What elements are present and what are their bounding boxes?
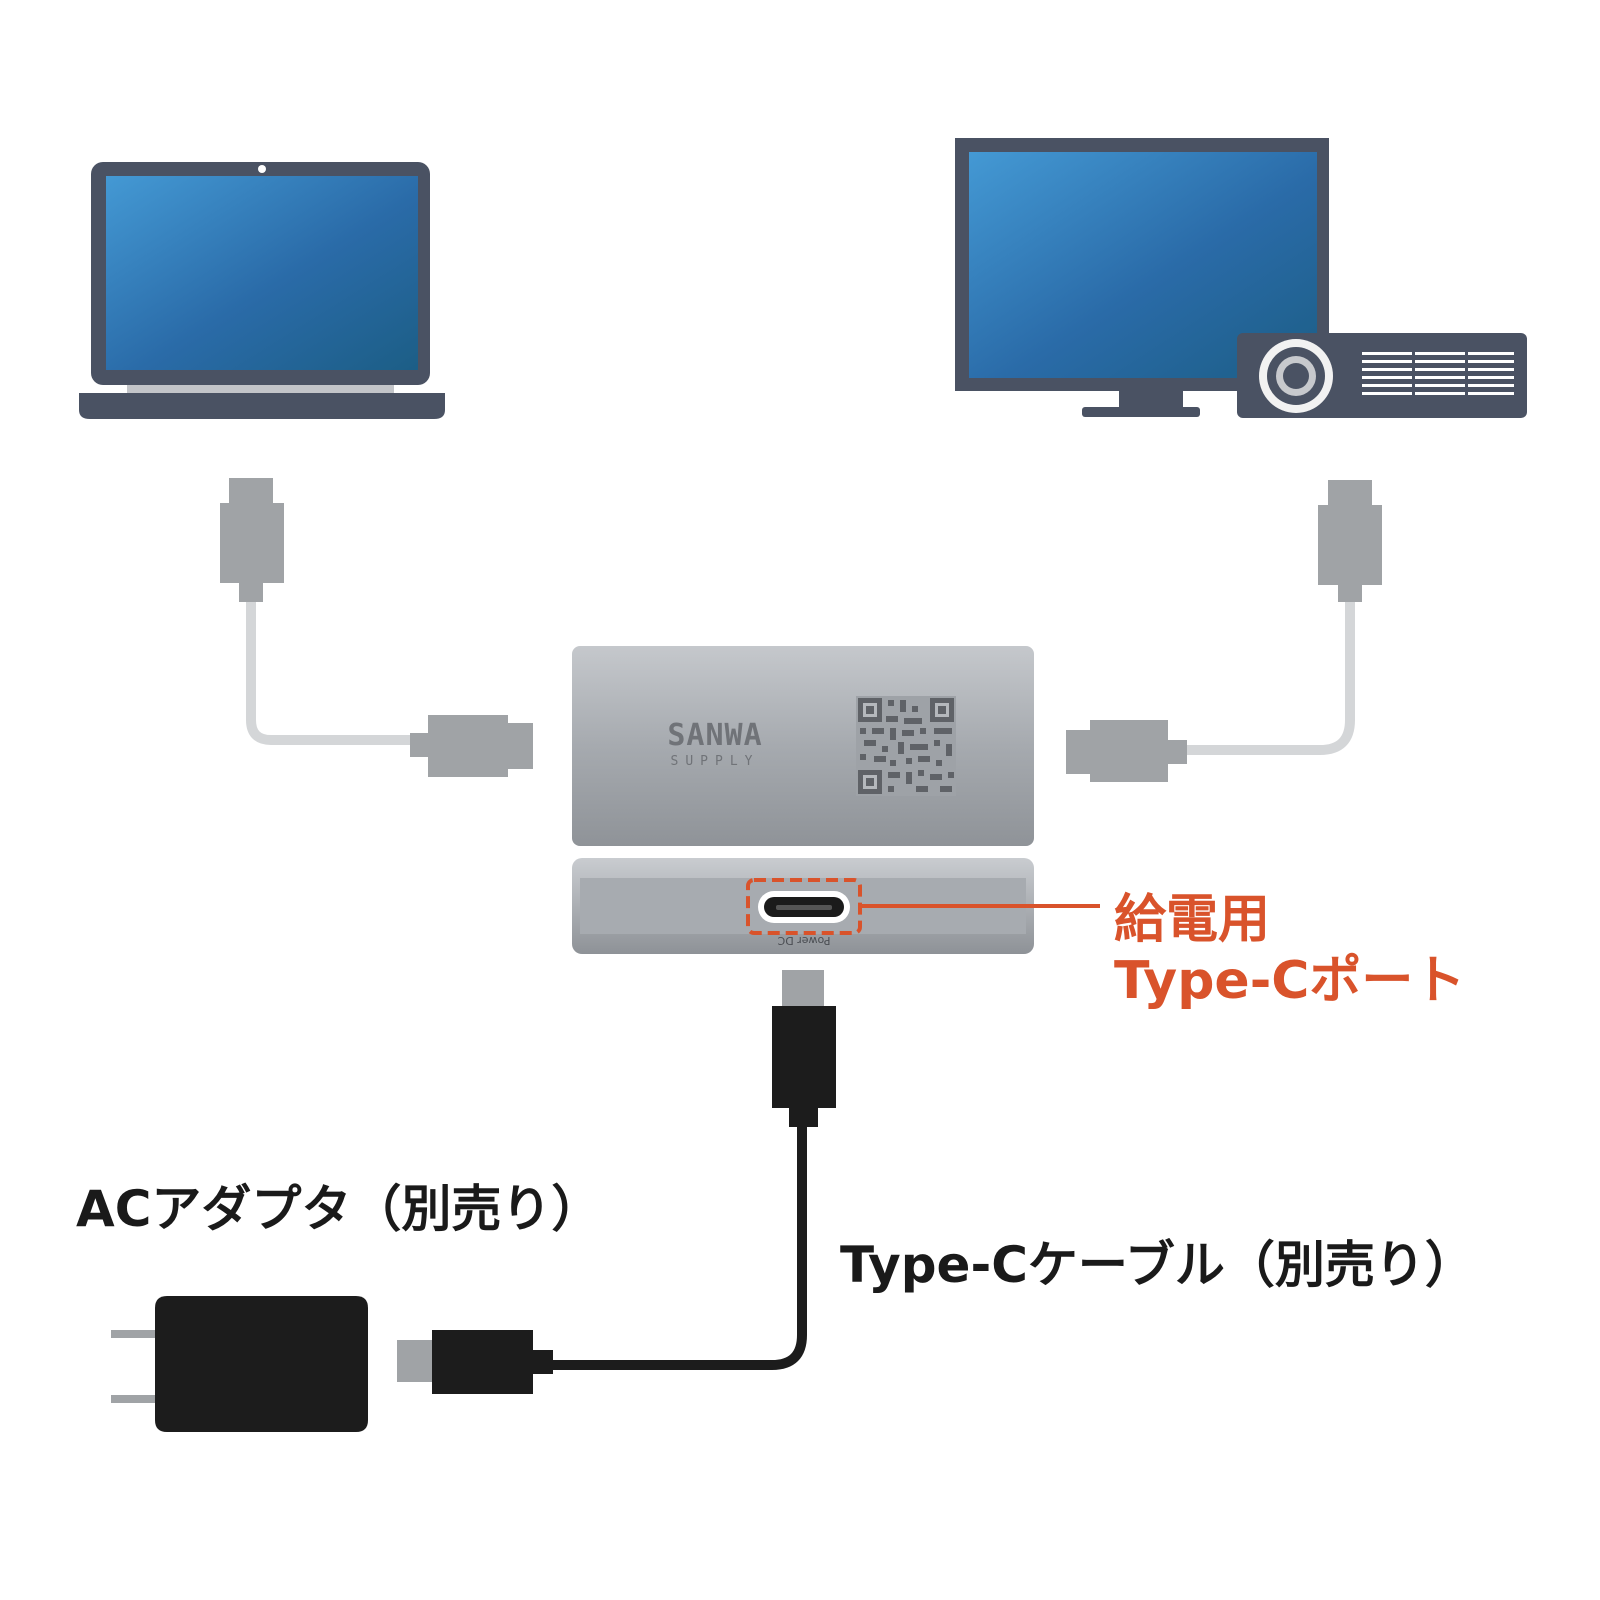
projector-icon: [1237, 333, 1527, 418]
left-video-cable: [220, 478, 533, 777]
logo-text: SANWA: [667, 718, 762, 753]
right-video-cable: [1066, 480, 1382, 782]
adapter-device: SANWA SUPPLY: [572, 646, 1034, 846]
ac-adapter-label: ACアダプタ（別売り）: [76, 1180, 602, 1238]
type-c-cable: [397, 970, 836, 1394]
port-highlight: [746, 878, 1100, 935]
power-port-label-line1: 給電用: [1114, 890, 1271, 950]
power-port-label: 給電用 Type-Cポート: [1114, 890, 1465, 1013]
port-marking: Power DC: [777, 934, 830, 947]
ac-adapter-icon: [111, 1296, 368, 1432]
logo-subtext: SUPPLY: [671, 754, 760, 769]
type-c-cable-label: Type-Cケーブル（別売り）: [840, 1236, 1475, 1294]
power-port-label-line2: Type-Cポート: [1114, 951, 1466, 1012]
qr-code: [856, 696, 956, 796]
laptop-icon: [79, 162, 445, 419]
adapter-side-view: Power DC: [572, 858, 1034, 954]
